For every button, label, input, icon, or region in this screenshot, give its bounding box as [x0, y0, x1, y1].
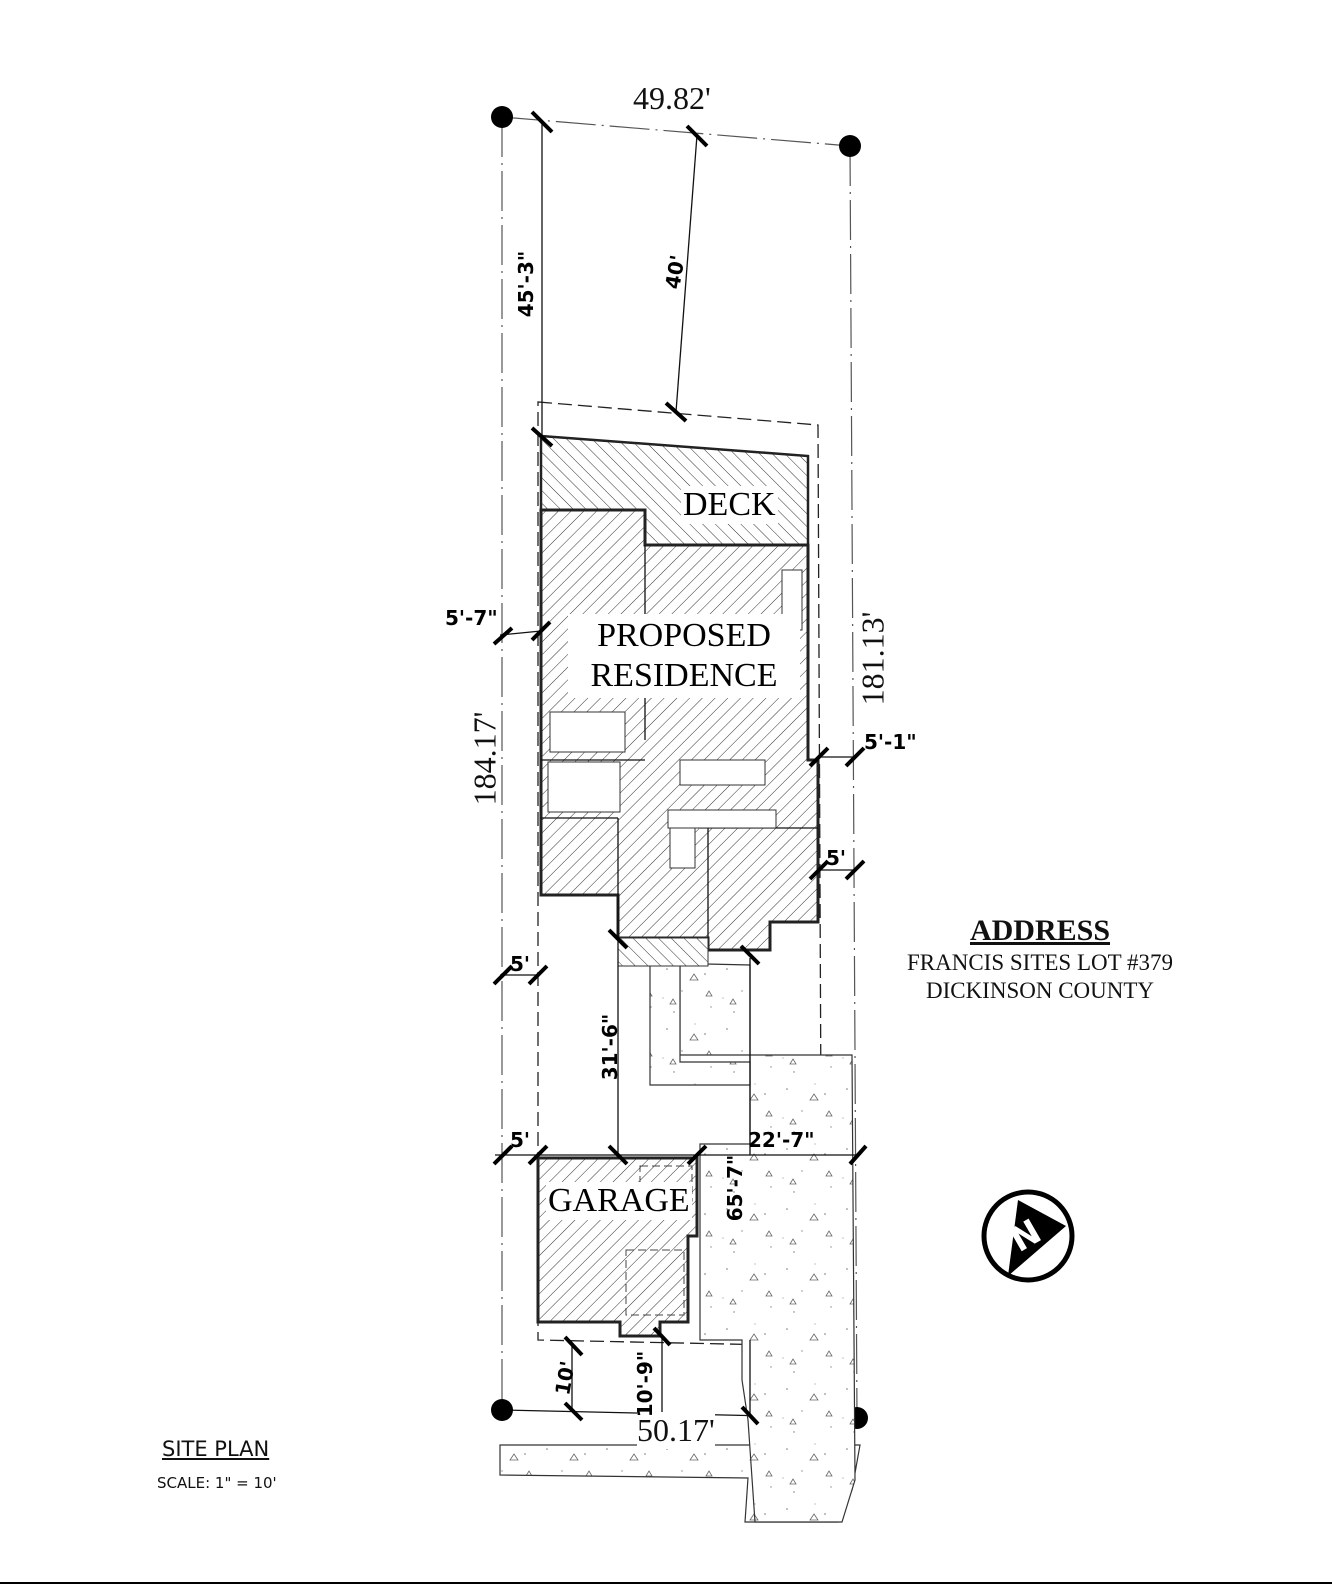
front-setback-left-dim: 45'-3" [514, 250, 538, 318]
drawing-scale: SCALE: 1" = 10' [157, 1474, 277, 1492]
residence-label-line1: PROPOSED [597, 617, 771, 654]
garage-depth-ref-dim: 65'-7" [723, 1154, 747, 1222]
lot-left-dimension: 184.17' [466, 711, 503, 806]
bottom-border [0, 1582, 1332, 1584]
house-to-garage-dim: 31'-6" [598, 1013, 622, 1081]
dimension-lines [495, 122, 860, 1415]
rear-setback-center-dim: 10'-9" [633, 1350, 657, 1418]
deck-label: DECK [681, 486, 778, 524]
north-arrow-icon: N [981, 1189, 1075, 1283]
address-block: ADDRESS FRANCIS SITES LOT #379 DICKINSON… [880, 913, 1200, 1005]
lot-rear-dimension: 50.17' [637, 1412, 715, 1449]
side-right-rear-dim: 5' [826, 846, 847, 870]
residence-label: PROPOSED RESIDENCE [568, 614, 800, 698]
dimension-ticks [492, 110, 868, 1426]
address-line1: FRANCIS SITES LOT #379 [906, 950, 1174, 975]
garage-to-right-dim: 22'-7" [748, 1128, 815, 1152]
side-right-house-dim: 5'-1" [864, 730, 917, 754]
lot-front-dimension: 49.82' [633, 80, 711, 116]
side-left-garage-dim: 5' [510, 1128, 531, 1152]
lot-right-dimension: 181.13' [854, 611, 891, 706]
side-left-house-dim: 5'-7" [445, 606, 498, 630]
drawing-title: SITE PLAN [162, 1437, 270, 1461]
garage-label: GARAGE [546, 1182, 692, 1220]
side-left-mid-dim: 5' [510, 952, 531, 976]
address-heading: ADDRESS [969, 914, 1111, 947]
address-line2: DICKINSON COUNTY [925, 978, 1155, 1003]
residence-label-line2: RESIDENCE [590, 657, 778, 694]
proposed-residence [539, 508, 820, 967]
